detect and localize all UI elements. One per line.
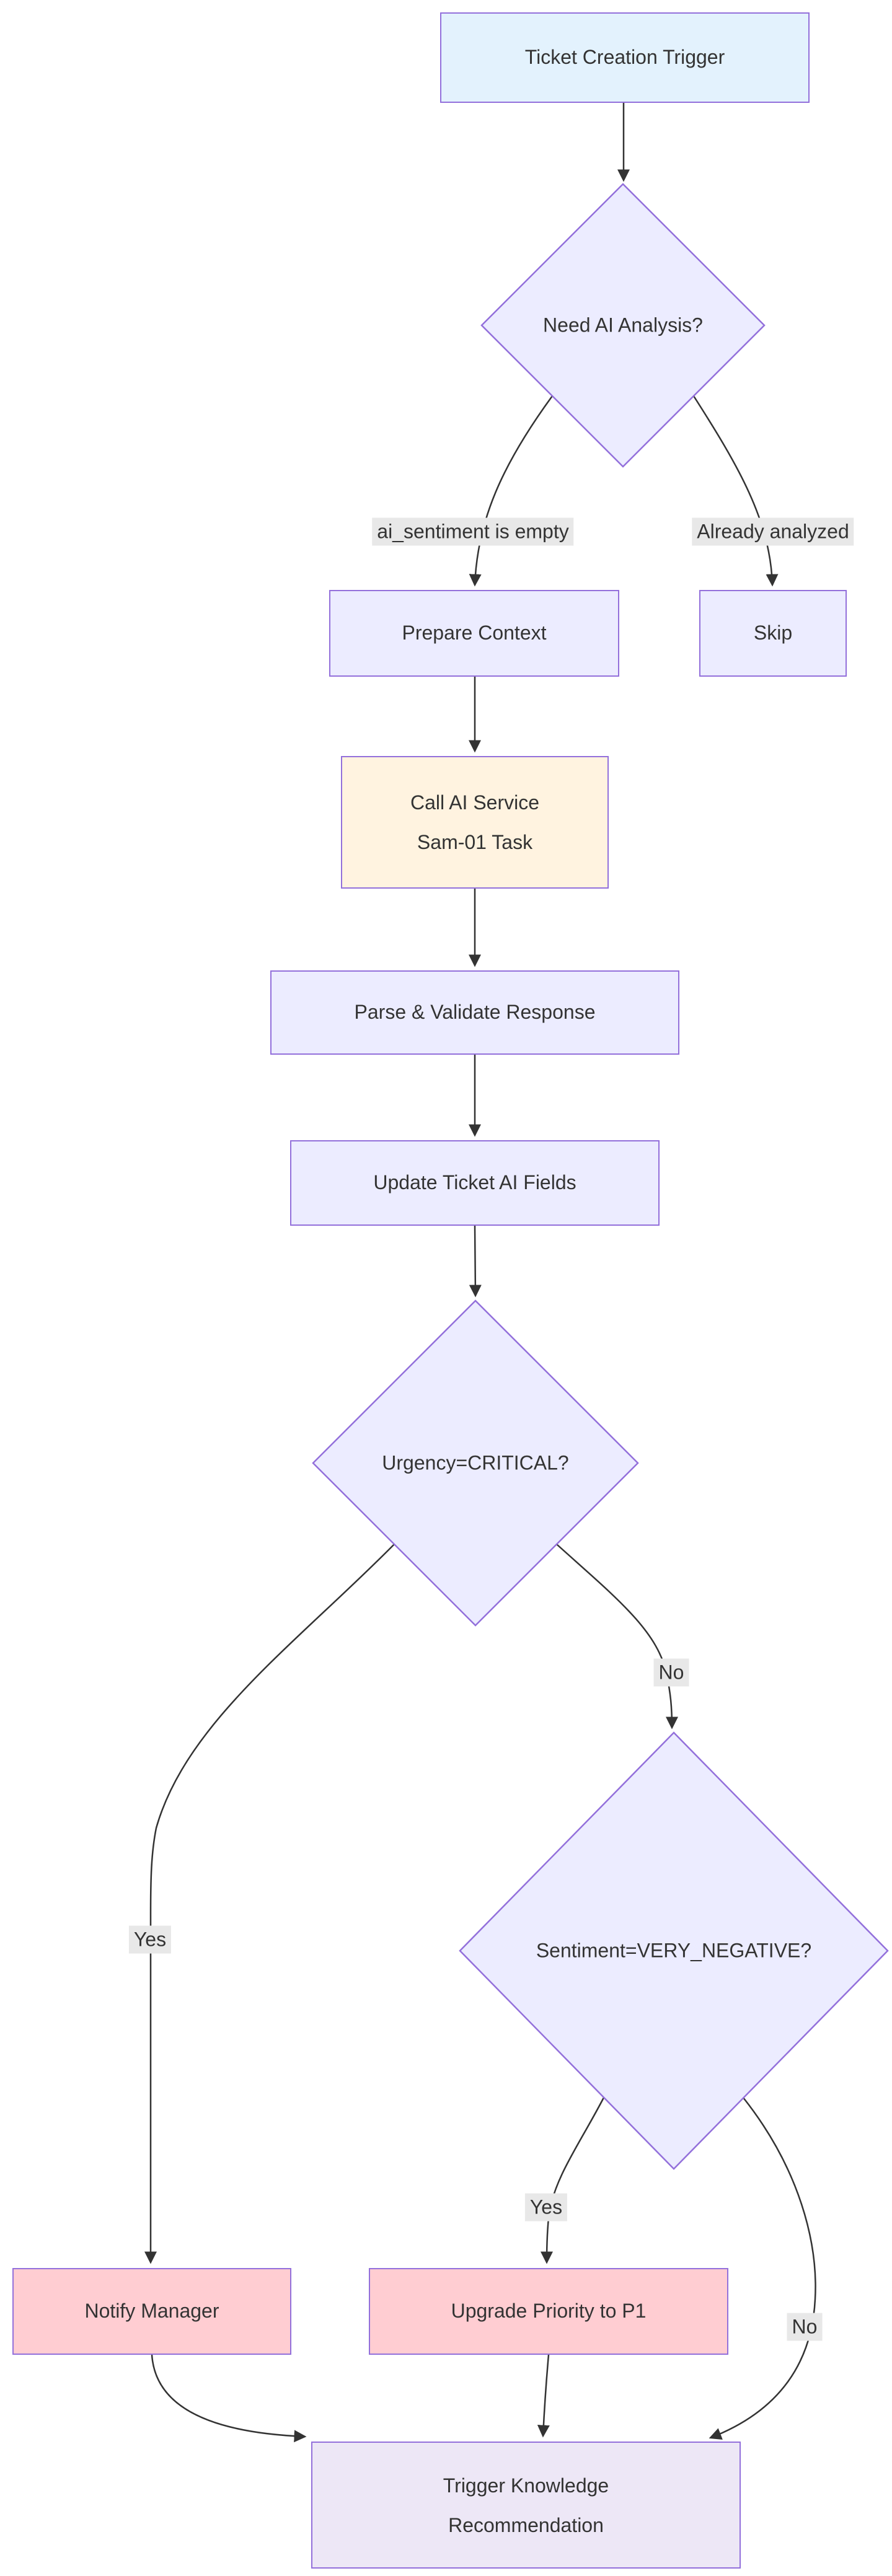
decision-need-ai-analysis (480, 183, 766, 468)
edge-label-already-analyzed: Already analyzed (692, 517, 854, 546)
node-label: Prepare Context (402, 622, 547, 644)
edge-label-sentiment-no: No (787, 2313, 823, 2341)
node-notify-manager: Notify Manager (12, 2268, 291, 2355)
node-update-ticket-ai-fields: Update Ticket AI Fields (290, 1140, 660, 1226)
edge-analysis-to-prepare (469, 395, 554, 587)
node-call-ai-service: Call AI Service Sam-01 Task (341, 756, 609, 889)
edge-sentiment-no-to-knowledge (709, 2097, 816, 2440)
decision-label-need-ai-analysis: Need AI Analysis? (543, 314, 703, 336)
node-prepare-context: Prepare Context (329, 590, 619, 677)
node-label-line2: Recommendation (448, 2513, 604, 2536)
decision-sentiment-very-negative (459, 1731, 889, 2170)
edge-label-ai-sentiment-empty: ai_sentiment is empty (372, 517, 574, 546)
edge-label-sentiment-yes: Yes (524, 2193, 568, 2222)
edge-sentiment-yes-to-upgrade (541, 2096, 606, 2264)
node-label-line1: Trigger Knowledge (443, 2474, 609, 2497)
node-ticket-creation-trigger: Ticket Creation Trigger (440, 12, 810, 103)
decision-label-sentiment-very-negative: Sentiment=VERY_NEGATIVE? (536, 1939, 812, 1962)
node-label-line2: Sam-01 Task (417, 831, 533, 853)
decision-urgency-critical (312, 1299, 639, 1627)
edge-label-urgency-no: No (653, 1658, 689, 1687)
node-label: Notify Manager (84, 2300, 219, 2323)
node-label: Update Ticket AI Fields (373, 1171, 576, 1194)
node-skip: Skip (699, 590, 847, 677)
edge-urgency-yes-to-notify (144, 1544, 395, 2264)
edge-notify-to-knowledge (151, 2354, 307, 2443)
node-label: Ticket Creation Trigger (524, 46, 725, 69)
node-label: Upgrade Priority to P1 (451, 2300, 647, 2323)
edge-urgency-no-to-sentiment (556, 1544, 678, 1730)
node-upgrade-priority-p1: Upgrade Priority to P1 (369, 2268, 728, 2355)
edge-analysis-to-skip (692, 395, 779, 587)
decision-label-urgency-critical: Urgency=CRITICAL? (382, 1451, 569, 1474)
node-label: Parse & Validate Response (354, 1001, 596, 1024)
node-parse-validate-response: Parse & Validate Response (270, 970, 679, 1055)
edge-upgrade-to-knowledge (537, 2354, 550, 2438)
edge-label-urgency-yes: Yes (128, 1925, 172, 1954)
node-trigger-knowledge-recommendation: Trigger Knowledge Recommendation (311, 2442, 741, 2569)
node-label-line1: Call AI Service (410, 791, 540, 814)
node-label: Skip (753, 622, 793, 644)
